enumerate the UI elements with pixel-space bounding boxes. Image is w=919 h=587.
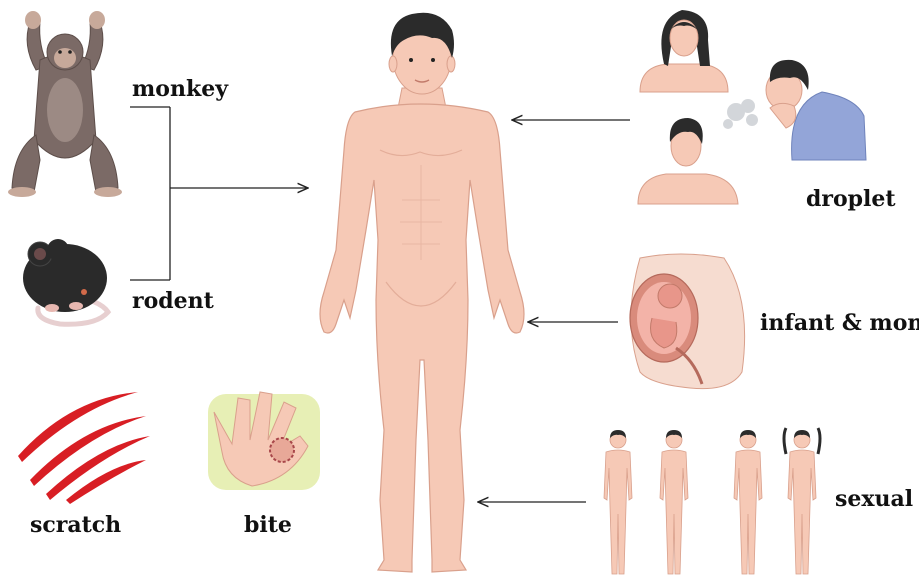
man-bust-icon bbox=[638, 118, 738, 204]
coughing-man-icon bbox=[723, 60, 866, 160]
label-bite: bite bbox=[244, 514, 292, 536]
rodent-icon bbox=[23, 239, 108, 324]
label-droplet: droplet bbox=[806, 188, 896, 210]
couples-icon bbox=[604, 428, 820, 574]
animal-connector bbox=[130, 107, 308, 280]
monkey-icon bbox=[8, 11, 122, 197]
human-body-icon bbox=[320, 13, 524, 572]
label-infant-mom: infant & mom bbox=[760, 312, 919, 334]
label-rodent: rodent bbox=[132, 290, 214, 312]
woman-bust-icon bbox=[640, 10, 728, 92]
bitten-hand-icon bbox=[208, 392, 320, 490]
scratch-icon bbox=[18, 392, 150, 504]
fetus-icon bbox=[630, 254, 745, 389]
label-scratch: scratch bbox=[30, 514, 121, 536]
label-sexual: sexual bbox=[835, 488, 913, 510]
label-monkey: monkey bbox=[132, 78, 228, 100]
